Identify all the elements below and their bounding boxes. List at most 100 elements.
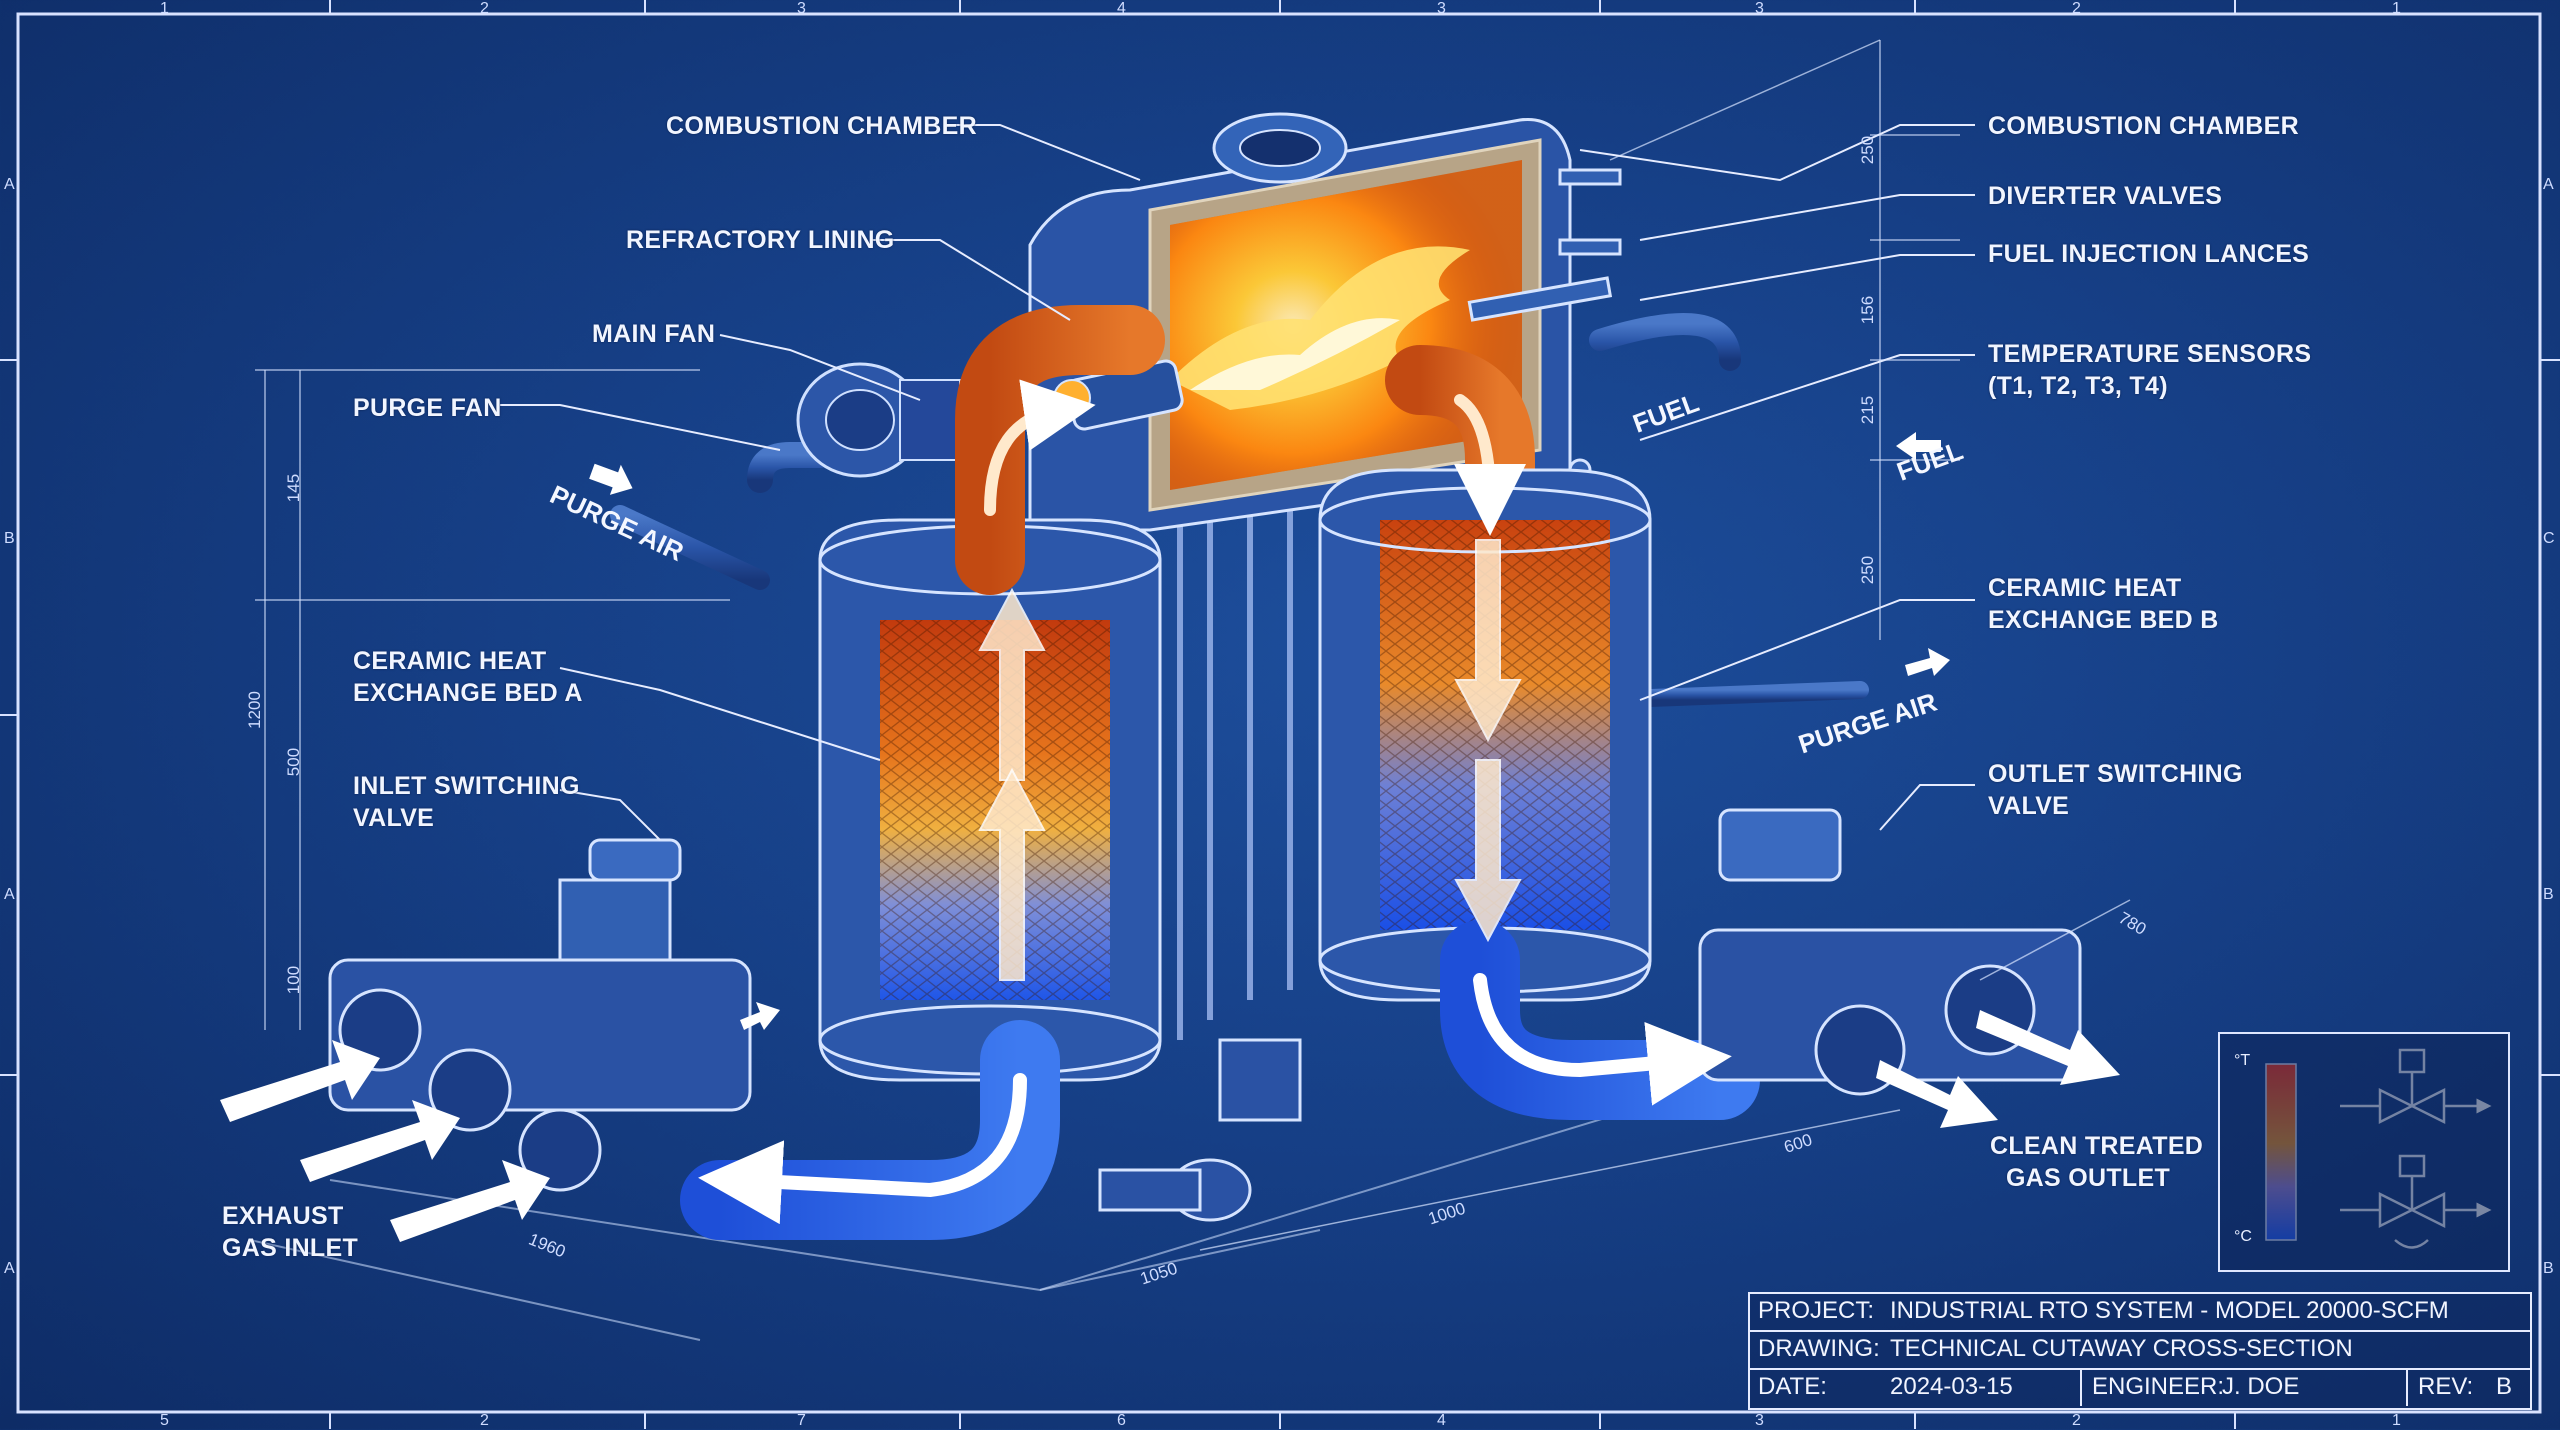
- rev-value: B: [2496, 1373, 2513, 1400]
- engineer-label: ENGINEER:: [2092, 1373, 2225, 1400]
- label-inlet-valve-line2: VALVE: [353, 804, 435, 832]
- label-ceramic-bed-b: CERAMIC HEAT EXCHANGE BED B: [1988, 572, 2219, 636]
- border-bottom-6: 3: [1755, 1412, 1764, 1429]
- title-block-project-row: PROJECT: INDUSTRIAL RTO SYSTEM - MODEL 2…: [1750, 1294, 2530, 1332]
- dim-215: 215: [1858, 395, 1878, 425]
- title-block-drawing-row: DRAWING: TECHNICAL CUTAWAY CROSS-SECTION: [1750, 1332, 2530, 1370]
- legend-box: °T °C: [2218, 1032, 2510, 1272]
- dimension-lines: [255, 39, 2131, 1251]
- border-bottom-5: 4: [1437, 1412, 1446, 1429]
- label-combustion-chamber-right: COMBUSTION CHAMBER: [1988, 112, 2299, 140]
- border-right-4: B: [2543, 1260, 2554, 1277]
- date-value: 2024-03-15: [1890, 1373, 2013, 1400]
- label-temp-sensors-line1: TEMPERATURE SENSORS: [1988, 340, 2312, 368]
- label-ceramic-bed-a-line2: EXCHANGE BED A: [353, 679, 583, 707]
- outlet-arrows: [1876, 1010, 2120, 1128]
- label-refractory-lining: REFRACTORY LINING: [626, 226, 895, 254]
- label-exhaust-line1: EXHAUST: [222, 1202, 344, 1230]
- dim-250-top: 250: [1858, 135, 1878, 165]
- tb-divider-1: [2080, 1370, 2082, 1406]
- label-ceramic-bed-a-line1: CERAMIC HEAT: [353, 647, 547, 675]
- drawing-value: TECHNICAL CUTAWAY CROSS-SECTION: [1890, 1335, 2353, 1362]
- label-clean-outlet: CLEAN TREATED GAS OUTLET: [1990, 1130, 2204, 1194]
- border-top-1: 1: [160, 0, 169, 17]
- label-ceramic-bed-a: CERAMIC HEAT EXCHANGE BED A: [353, 645, 583, 709]
- border-top-5: 3: [1437, 0, 1446, 17]
- purge-arrows: [589, 432, 1950, 1030]
- label-inlet-valve-line1: INLET SWITCHING: [353, 772, 580, 800]
- label-outlet-valve-line1: OUTLET SWITCHING: [1988, 760, 2243, 788]
- border-left-3: A: [4, 886, 15, 903]
- rev-label: REV:: [2418, 1373, 2474, 1400]
- label-clean-outlet-line2: GAS OUTLET: [2005, 1164, 2171, 1192]
- label-exhaust-line2: GAS INLET: [222, 1234, 359, 1262]
- outlet-valve-assembly: [1698, 808, 2082, 1096]
- label-exhaust-inlet: EXHAUST GAS INLET: [222, 1200, 359, 1264]
- label-ceramic-bed-b-line1: CERAMIC HEAT: [1988, 574, 2182, 602]
- border-bottom-3: 7: [797, 1412, 806, 1429]
- drawing-label: DRAWING:: [1758, 1335, 1880, 1362]
- dim-1200: 1200: [244, 691, 264, 729]
- engineer-value: J. DOE: [2222, 1373, 2300, 1400]
- border-bottom-4: 6: [1117, 1412, 1126, 1429]
- border-top-3: 3: [797, 0, 806, 17]
- return-flow-arrows: [698, 973, 1732, 1225]
- legend-temp-hot: °T: [2234, 1052, 2251, 1069]
- border-right-2: C: [2543, 530, 2555, 547]
- dim-145: 145: [284, 473, 304, 503]
- project-label: PROJECT:: [1758, 1297, 1875, 1324]
- label-combustion-chamber-left: COMBUSTION CHAMBER: [666, 112, 977, 140]
- border-top-4: 4: [1117, 0, 1126, 17]
- border-left-2: B: [4, 530, 15, 547]
- inlet-valve-assembly: [328, 838, 752, 1192]
- border-bottom-8: 1: [2392, 1412, 2401, 1429]
- purge-fan: [796, 362, 961, 478]
- border-top-6: 3: [1755, 0, 1764, 17]
- leader-lines: [500, 124, 1975, 841]
- border-right-3: B: [2543, 886, 2554, 903]
- label-temp-sensors-line2: (T1, T2, T3, T4): [1988, 372, 2168, 400]
- label-inlet-valve: INLET SWITCHING VALVE: [353, 770, 580, 834]
- border-bottom-7: 2: [2072, 1412, 2081, 1429]
- chamber-flow-arrows: [984, 379, 1526, 536]
- purge-piping: [610, 313, 1869, 999]
- base-frame: [249, 1079, 1731, 1341]
- inlet-arrows: [220, 1040, 550, 1242]
- label-ceramic-bed-b-line2: EXCHANGE BED B: [1988, 606, 2219, 634]
- border-bottom-1: 5: [160, 1412, 169, 1429]
- border-left-1: A: [4, 176, 15, 193]
- tower-a: [818, 518, 1162, 1082]
- cold-outlet-pipe: [1440, 920, 1760, 1120]
- dim-156: 156: [1858, 295, 1878, 325]
- label-diverter-valves: DIVERTER VALVES: [1988, 182, 2223, 210]
- border-top-7: 2: [2072, 0, 2081, 17]
- border-right-1: A: [2543, 176, 2554, 193]
- date-label: DATE:: [1758, 1373, 1827, 1400]
- label-outlet-valve: OUTLET SWITCHING VALVE: [1988, 758, 2243, 822]
- drain-pump: [1098, 1038, 1302, 1222]
- bed-b-flow-arrows: [1454, 539, 1522, 943]
- hot-riser-pipe: [955, 305, 1165, 595]
- bed-a-flow-arrows: [978, 587, 1046, 981]
- label-fuel-injection-lances: FUEL INJECTION LANCES: [1988, 240, 2310, 268]
- support-struts: [1177, 480, 1333, 1040]
- border-bottom-2: 2: [480, 1412, 489, 1429]
- tb-divider-2: [2406, 1370, 2408, 1406]
- label-clean-outlet-line1: CLEAN TREATED: [1990, 1132, 2204, 1160]
- border-top-8: 1: [2392, 0, 2401, 17]
- dim-500: 500: [284, 747, 304, 777]
- border-top-2: 2: [480, 0, 489, 17]
- title-block: PROJECT: INDUSTRIAL RTO SYSTEM - MODEL 2…: [1748, 1292, 2532, 1410]
- dim-100: 100: [284, 965, 304, 995]
- label-main-fan: MAIN FAN: [592, 320, 716, 348]
- fuel-lances: [1467, 168, 1622, 482]
- dim-250-mid: 250: [1858, 555, 1878, 585]
- label-outlet-valve-line2: VALVE: [1988, 792, 2070, 820]
- border-left-4: A: [4, 1260, 15, 1277]
- project-value: INDUSTRIAL RTO SYSTEM - MODEL 20000-SCFM: [1890, 1297, 2449, 1324]
- legend-temp-cold: °C: [2234, 1228, 2252, 1245]
- label-temperature-sensors: TEMPERATURE SENSORS (T1, T2, T3, T4): [1988, 338, 2311, 402]
- label-purge-fan: PURGE FAN: [353, 394, 502, 422]
